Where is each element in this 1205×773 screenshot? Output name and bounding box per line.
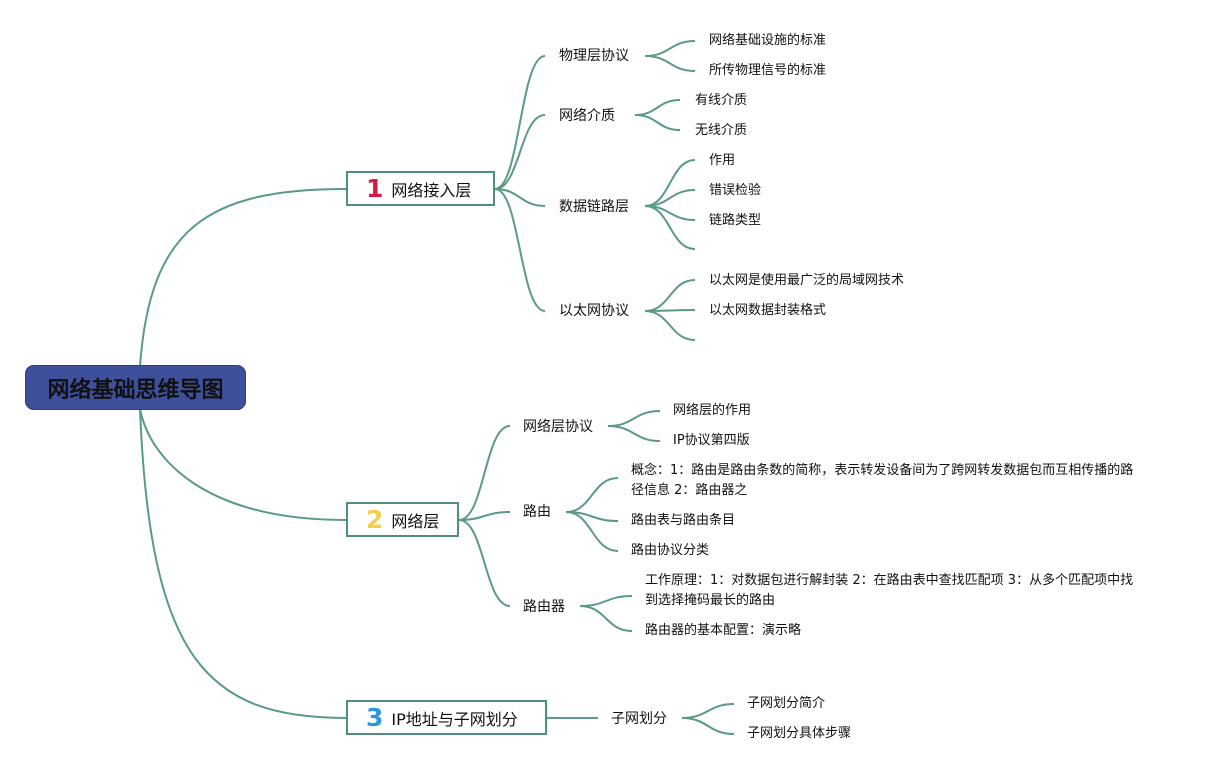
leaf-item[interactable]: 子网划分简介 [747, 696, 826, 711]
leaf-item[interactable]: 路由器的基本配置：演示略 [645, 623, 802, 638]
topic-subnetting[interactable]: 子网划分 [611, 711, 667, 727]
topic-routing[interactable]: 路由 [523, 504, 551, 520]
connector-line [458, 519, 511, 607]
connector-line [494, 114, 546, 190]
leaf-item[interactable]: 网络基础设施的标准 [709, 33, 827, 48]
leaf-item[interactable]: 以太网数据封装格式 [709, 303, 827, 318]
topic-physical-layer-protocol[interactable]: 物理层协议 [559, 48, 629, 64]
connector-line [494, 55, 546, 190]
topic-network-layer-protocol[interactable]: 网络层协议 [523, 419, 593, 435]
leaf-item[interactable]: 路由协议分类 [631, 543, 710, 558]
topic-router[interactable]: 路由器 [523, 599, 565, 615]
connector-line [458, 425, 511, 521]
root-title: 网络基础思维导图 [47, 377, 224, 403]
leaf-item[interactable]: 网络层的作用 [673, 403, 752, 418]
leaf-item[interactable]: 路由表与路由条目 [631, 513, 736, 528]
leaf-item[interactable]: 有线介质 [695, 93, 748, 108]
leaf-connector-line [607, 410, 661, 427]
branch-number: 3 [366, 703, 384, 732]
leaf-connector-line [565, 477, 619, 513]
leaf-connector-line [644, 279, 696, 312]
leaf-connector-line [644, 205, 696, 250]
leaf-item[interactable]: 子网划分具体步骤 [747, 726, 852, 741]
leaf-connector-line [681, 717, 735, 735]
leaf-connector-line [634, 99, 681, 116]
branch-network-layer[interactable]: 2 网络层 [346, 502, 459, 537]
leaf-connector-line [565, 511, 619, 552]
root-connector-line [139, 408, 347, 521]
leaf-item[interactable]: 概念：1：路由是路由条数的简称，表示转发设备间为了跨网转发数据包而互相传播的路径… [631, 463, 1134, 498]
topic-data-link-layer[interactable]: 数据链路层 [559, 199, 629, 215]
branch-label: 网络接入层 [391, 180, 472, 200]
topic-network-medium[interactable]: 网络介质 [559, 108, 615, 124]
branch-label: IP地址与子网划分 [391, 709, 518, 729]
branch-number: 2 [366, 505, 384, 534]
leaf-connector-line [644, 40, 696, 57]
leaf-connector-line [579, 595, 633, 607]
connector-line [494, 188, 546, 312]
root-connector-line [139, 188, 347, 367]
connector-line [494, 188, 546, 207]
leaf-item[interactable]: 链路类型 [709, 213, 762, 228]
topic-ethernet-protocol[interactable]: 以太网协议 [559, 303, 629, 319]
leaf-item[interactable]: 无线介质 [695, 123, 748, 138]
leaf-item[interactable]: 以太网是使用最广泛的局域网技术 [709, 273, 905, 288]
leaf-connector-line [607, 425, 661, 442]
leaf-item[interactable]: 工作原理：1：对数据包进行解封装 2：在路由表中查找匹配项 3：从多个匹配项中找… [645, 573, 1134, 608]
root-node[interactable]: 网络基础思维导图 [25, 365, 246, 410]
branch-ip-address-subnetting[interactable]: 3 IP地址与子网划分 [346, 700, 547, 735]
root-connector-line [139, 408, 347, 719]
branch-network-access-layer[interactable]: 1 网络接入层 [346, 171, 495, 206]
branch-label: 网络层 [391, 511, 440, 531]
leaf-connector-line [579, 605, 633, 632]
leaf-connector-line [644, 55, 696, 72]
leaf-connector-line [634, 114, 681, 131]
leaf-connector-line [644, 309, 696, 312]
connector-line [458, 511, 511, 521]
leaf-item[interactable]: IP协议第四版 [673, 433, 750, 448]
leaf-item[interactable]: 错误检验 [709, 183, 762, 198]
leaf-connector-line [681, 703, 735, 719]
leaf-item[interactable]: 作用 [709, 153, 736, 168]
branch-number: 1 [366, 174, 384, 203]
leaf-item[interactable]: 所传物理信号的标准 [709, 63, 827, 78]
leaf-connector-line [644, 310, 696, 341]
